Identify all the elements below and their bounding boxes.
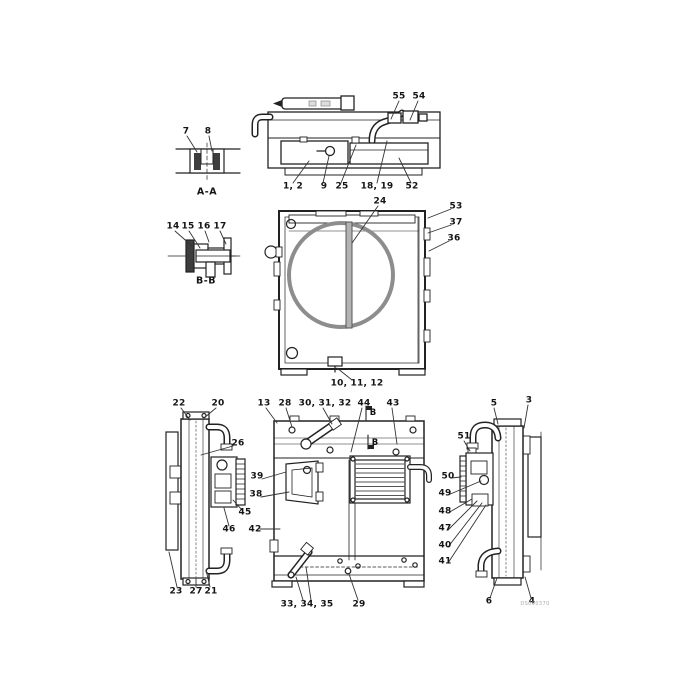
callout-33-34-35: 33, 34, 35: [280, 599, 334, 610]
section-bb-caption: B-B: [196, 275, 216, 287]
callout-15: 15: [181, 221, 195, 232]
drawing-watermark: DS090370: [520, 601, 550, 607]
callout-7: 7: [182, 126, 190, 137]
callout-52: 52: [405, 181, 419, 192]
callout-18-19: 18, 19: [360, 181, 394, 192]
callout-22: 22: [172, 398, 186, 409]
callout-17: 17: [213, 221, 227, 232]
callout-9: 9: [320, 181, 328, 192]
callout-14: 14: [166, 221, 180, 232]
callout-44: 44: [357, 398, 371, 409]
callout-53: 53: [449, 201, 463, 212]
callout-41: 41: [438, 556, 452, 567]
top-plan-view: [251, 95, 441, 176]
callout-37: 37: [449, 217, 463, 228]
callout-55: 55: [392, 91, 406, 102]
left-side-view: [165, 411, 246, 586]
callout-43: 43: [386, 398, 400, 409]
callout-54: 54: [412, 91, 426, 102]
section-aa-caption: A-A: [196, 186, 218, 198]
right-side-view: [459, 418, 542, 586]
callout-24: 24: [373, 196, 387, 207]
callout-39: 39: [250, 471, 264, 482]
callout-3: 3: [525, 395, 533, 406]
callout-1-2: 1, 2: [283, 181, 303, 192]
leader-lines: [168, 100, 532, 601]
callout-5: 5: [490, 398, 498, 409]
front-view: [264, 210, 431, 376]
section-bb-view: [167, 237, 241, 278]
callout-47: 47: [438, 523, 452, 534]
callout-49: 49: [438, 488, 452, 499]
callout-36: 36: [447, 233, 461, 244]
callout-10-11-12: 10, 11, 12: [330, 378, 384, 389]
callout-29: 29: [352, 599, 366, 610]
section-b-marker-top: B: [369, 408, 377, 418]
callout-50: 50: [441, 471, 455, 482]
callout-48: 48: [438, 506, 452, 517]
callout-27: 27: [189, 586, 203, 597]
callout-23: 23: [169, 586, 183, 597]
callout-46: 46: [222, 524, 236, 535]
section-aa-view: [175, 142, 241, 182]
callout-42: 42: [248, 524, 262, 535]
callout-30-31-32: 30, 31, 32: [298, 398, 352, 409]
callout-28: 28: [278, 398, 292, 409]
callout-6: 6: [485, 596, 493, 607]
callout-8: 8: [204, 126, 212, 137]
callout-26: 26: [231, 438, 245, 449]
callout-16: 16: [197, 221, 211, 232]
callout-25: 25: [335, 181, 349, 192]
callout-4: 4: [528, 596, 536, 607]
section-b-marker-bottom: B: [371, 438, 379, 448]
callout-13: 13: [257, 398, 271, 409]
callout-20: 20: [211, 398, 225, 409]
fan-opening-circle: [287, 221, 395, 329]
callout-51: 51: [457, 431, 471, 442]
callout-21: 21: [204, 586, 218, 597]
callout-38: 38: [249, 489, 263, 500]
callout-40: 40: [438, 540, 452, 551]
callout-45: 45: [238, 507, 252, 518]
center-support-bar: [345, 221, 353, 329]
rear-view: [269, 405, 432, 588]
